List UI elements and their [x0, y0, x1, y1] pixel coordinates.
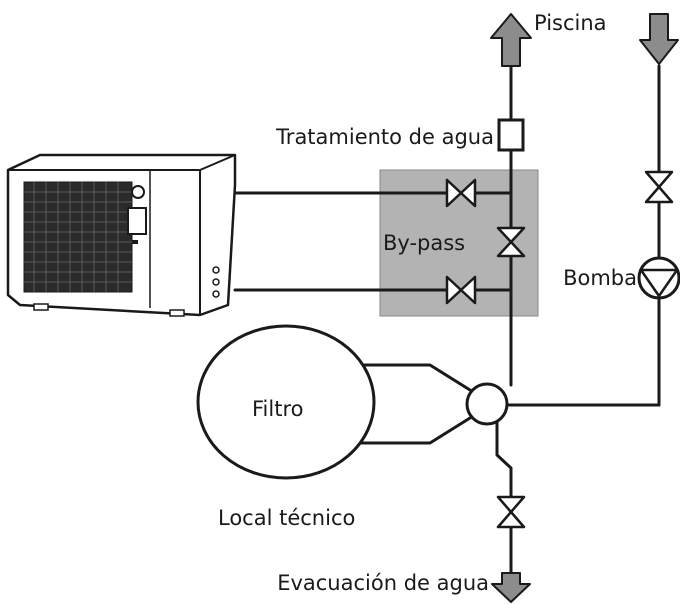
- heat-pump-unit-icon: [6, 153, 237, 317]
- pump-icon: [637, 256, 680, 300]
- arrow-down-icon: [491, 572, 531, 603]
- filter-tank: [196, 324, 376, 480]
- evacuacion-label: Evacuación de agua: [277, 571, 489, 595]
- water-treatment-unit: [497, 118, 525, 152]
- valve-icon: [445, 178, 477, 208]
- multiport-valve: [465, 382, 509, 426]
- arrow-down-icon: [639, 13, 679, 65]
- valve-icon: [445, 275, 477, 305]
- piscina-label: Piscina: [534, 11, 607, 35]
- filtro-label: Filtro: [252, 397, 303, 421]
- arrow-up-icon: [490, 13, 532, 67]
- bypass-valve-icon: [496, 226, 526, 258]
- bypass-label: By-pass: [383, 231, 465, 255]
- pipes: [233, 64, 661, 575]
- local-tecnico-label: Local técnico: [218, 506, 355, 530]
- valve-icon: [644, 170, 674, 204]
- tratamiento-label: Tratamiento de agua: [275, 125, 494, 149]
- bomba-label: Bomba: [563, 266, 637, 290]
- drain-valve-icon: [496, 495, 526, 529]
